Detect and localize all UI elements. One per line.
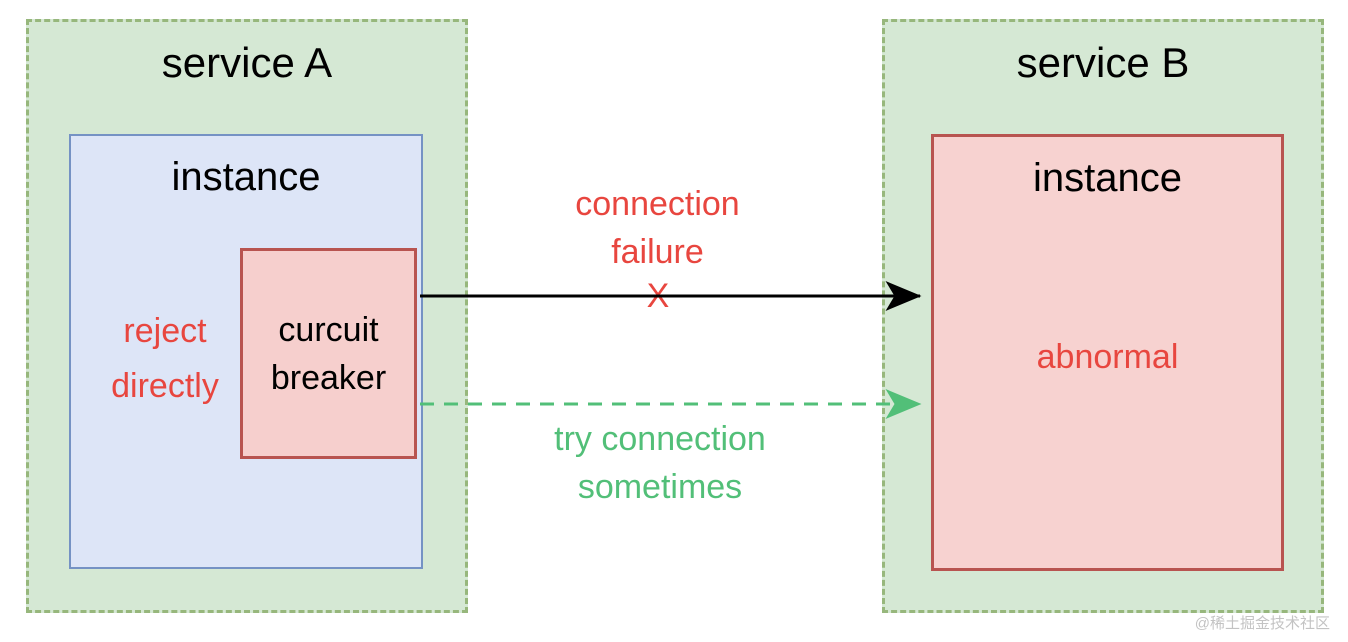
try-connection-label: try connection sometimes — [554, 420, 766, 506]
watermark: @稀土掘金技术社区 — [1194, 615, 1330, 632]
reject-directly-note: reject directly — [111, 312, 219, 405]
service-b-instance-title: instance — [1033, 156, 1182, 200]
connection-failure-label: connection failure — [575, 185, 740, 271]
service-b-status-label: abnormal — [1036, 338, 1179, 376]
circuit-breaker-box[interactable]: curcuit breaker — [240, 248, 417, 459]
service-a-title: service A — [161, 39, 333, 86]
service-a-instance-title: instance — [171, 155, 321, 199]
circuit-breaker-label: curcuit breaker — [270, 310, 387, 397]
service-b-title: service B — [1016, 39, 1190, 86]
service-b-instance-box[interactable]: instance — [931, 134, 1284, 571]
connection-failure-x-icon: X — [646, 277, 670, 315]
